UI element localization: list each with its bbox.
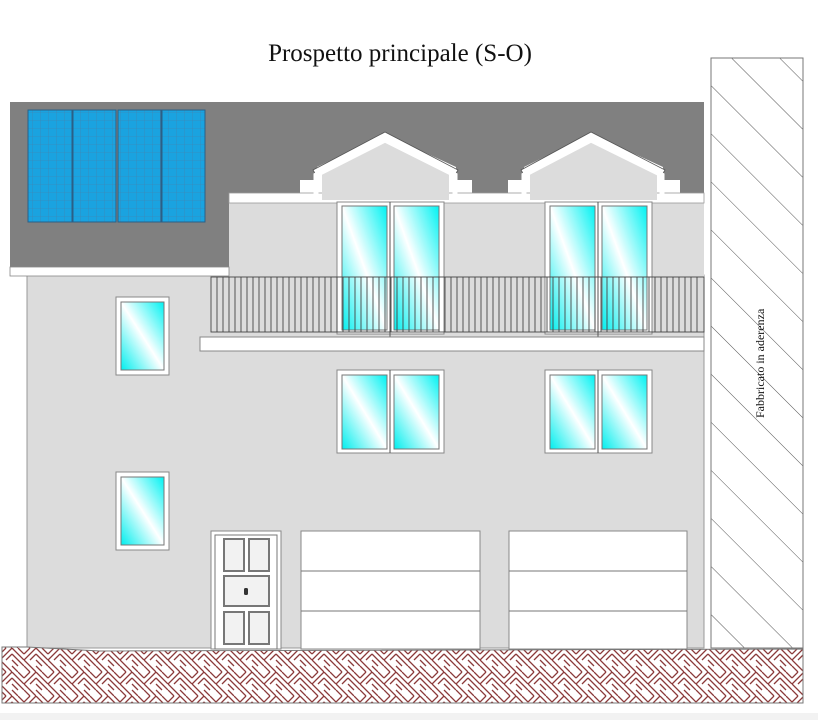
balcony-railing bbox=[210, 276, 705, 333]
drawing-title: Prospetto principale (S-O) bbox=[268, 40, 532, 67]
solar-panels bbox=[27, 109, 206, 223]
solar-panel bbox=[72, 109, 117, 223]
garage-door-1 bbox=[300, 530, 481, 650]
ground-hatch bbox=[1, 646, 804, 704]
balcony-door-1 bbox=[336, 201, 445, 338]
window-first-floor-2 bbox=[544, 369, 653, 454]
solar-panel bbox=[161, 109, 206, 223]
dormer-1 bbox=[312, 131, 459, 200]
adjacent-building-label: Fabbricato in aderenza bbox=[753, 308, 767, 418]
window-left-upper bbox=[115, 296, 170, 376]
dormer-2 bbox=[520, 131, 666, 200]
door-knocker-icon bbox=[244, 588, 248, 595]
solar-panel bbox=[27, 109, 73, 223]
bottom-strip bbox=[0, 713, 818, 720]
garage-door-2 bbox=[508, 530, 688, 650]
solar-panel bbox=[117, 109, 162, 223]
entrance-door bbox=[210, 530, 282, 650]
balcony-door-2 bbox=[544, 201, 653, 338]
adjacent-building: Fabbricato in aderenza bbox=[710, 57, 804, 649]
window-left-lower bbox=[115, 471, 170, 551]
balcony-slab bbox=[199, 336, 705, 352]
window-first-floor-1 bbox=[336, 369, 445, 454]
